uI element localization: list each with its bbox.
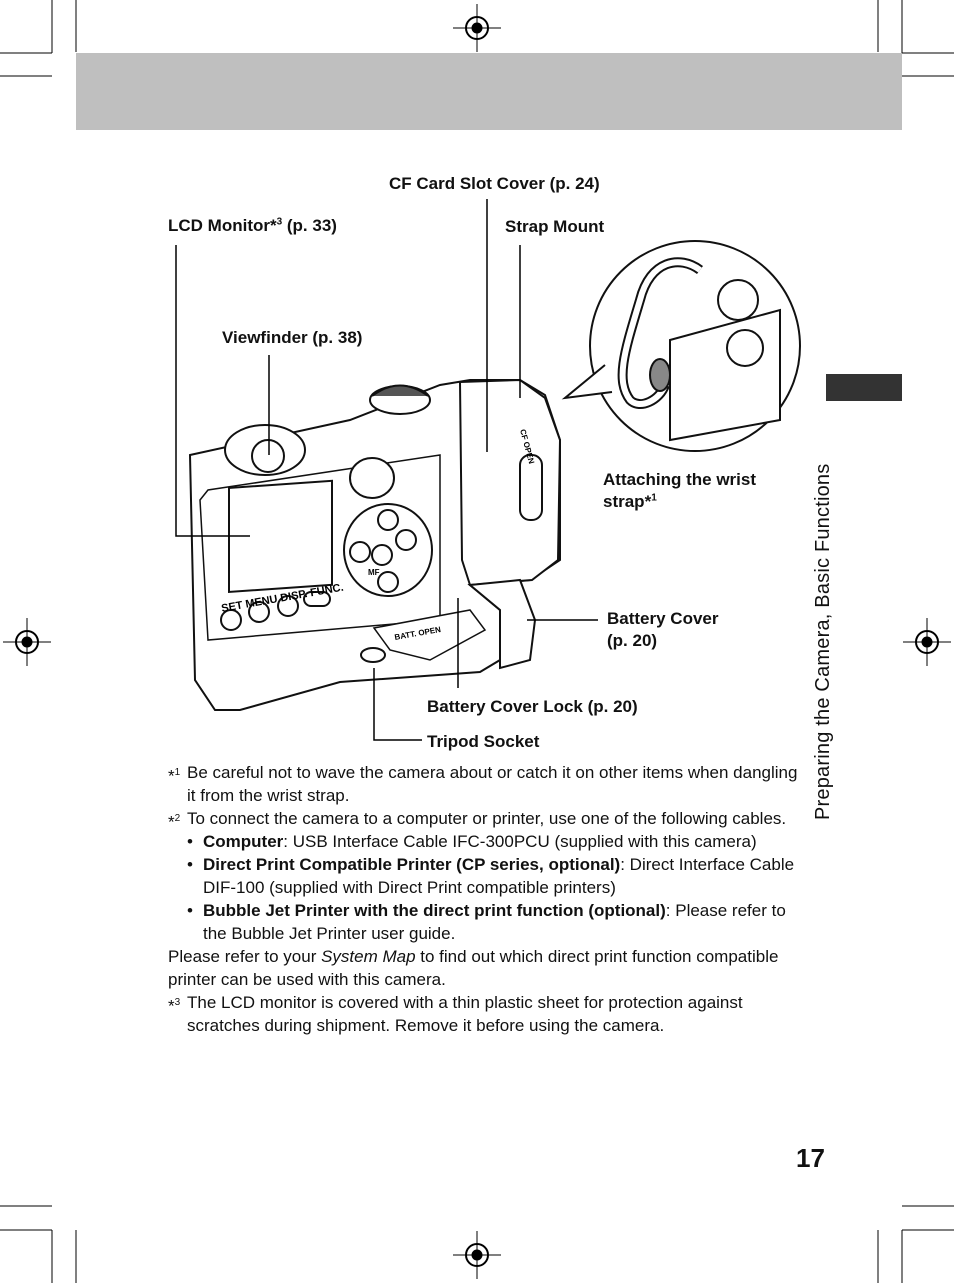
label-viewfinder: Viewfinder (p. 38): [222, 328, 363, 347]
attaching-line2: strap*: [603, 492, 652, 511]
label-lcd-monitor: LCD Monitor*3 (p. 33): [168, 215, 337, 237]
system-map-paragraph: Please refer to your System Map to find …: [168, 947, 779, 989]
registration-mark-bottom: [453, 1231, 501, 1279]
footnote-3-text: The LCD monitor is covered with a thin p…: [187, 993, 743, 1035]
lcd-label-sup: 3: [276, 216, 283, 228]
label-cf-card-slot-cover: CF Card Slot Cover (p. 24): [389, 174, 600, 193]
footnotes: *1 Be careful not to wave the camera abo…: [168, 761, 808, 1037]
attaching-sup: 1: [651, 492, 657, 504]
attaching-line1: Attaching the wrist: [603, 470, 757, 489]
footnote-2-text: To connect the camera to a computer or p…: [187, 809, 787, 828]
battery-cover-line1: Battery Cover: [607, 609, 719, 628]
lcd-label-page: (p. 33): [282, 216, 337, 235]
registration-mark-right: [903, 618, 951, 666]
function-buttons: [220, 591, 331, 631]
page-number: 17: [796, 1143, 825, 1173]
mf-text: MF: [368, 568, 380, 577]
viewfinder: [224, 424, 306, 476]
label-attaching-wrist-strap: Attaching the wrist strap*1: [603, 469, 756, 513]
battery-cover-line2: (p. 20): [607, 631, 658, 650]
footnote-1-text: Be careful not to wave the camera about …: [187, 763, 798, 805]
label-battery-cover-lock: Battery Cover Lock (p. 20): [427, 697, 638, 716]
registration-mark-left: [3, 618, 51, 666]
footnote-1: *1 Be careful not to wave the camera abo…: [168, 763, 798, 805]
zoom-lever: [349, 457, 395, 499]
bullet-computer: •Computer: USB Interface Cable IFC-300PC…: [187, 832, 757, 851]
label-battery-cover: Battery Cover (p. 20): [607, 608, 719, 652]
cf-slot-cover: [519, 454, 543, 521]
bullet-direct-print: •Direct Print Compatible Printer (CP ser…: [187, 855, 795, 897]
bullet-bubble-jet: •Bubble Jet Printer with the direct prin…: [187, 901, 786, 943]
control-pad: [343, 503, 433, 597]
label-strap-mount: Strap Mount: [505, 217, 605, 236]
lcd-label-text: LCD Monitor*: [168, 216, 277, 235]
registration-mark-top: [453, 4, 501, 52]
label-tripod-socket: Tripod Socket: [427, 732, 540, 751]
header-band: [76, 53, 902, 130]
footnote-2: *2 To connect the camera to a computer o…: [168, 809, 787, 832]
mode-dial: [369, 384, 431, 415]
leader-lines: [175, 199, 598, 741]
wrist-strap-inset: [561, 240, 801, 452]
lcd-screen: [228, 479, 333, 594]
section-tab-marker: [826, 374, 902, 401]
footnote-3: *3 The LCD monitor is covered with a thi…: [168, 993, 743, 1035]
tripod-socket: [360, 647, 386, 663]
